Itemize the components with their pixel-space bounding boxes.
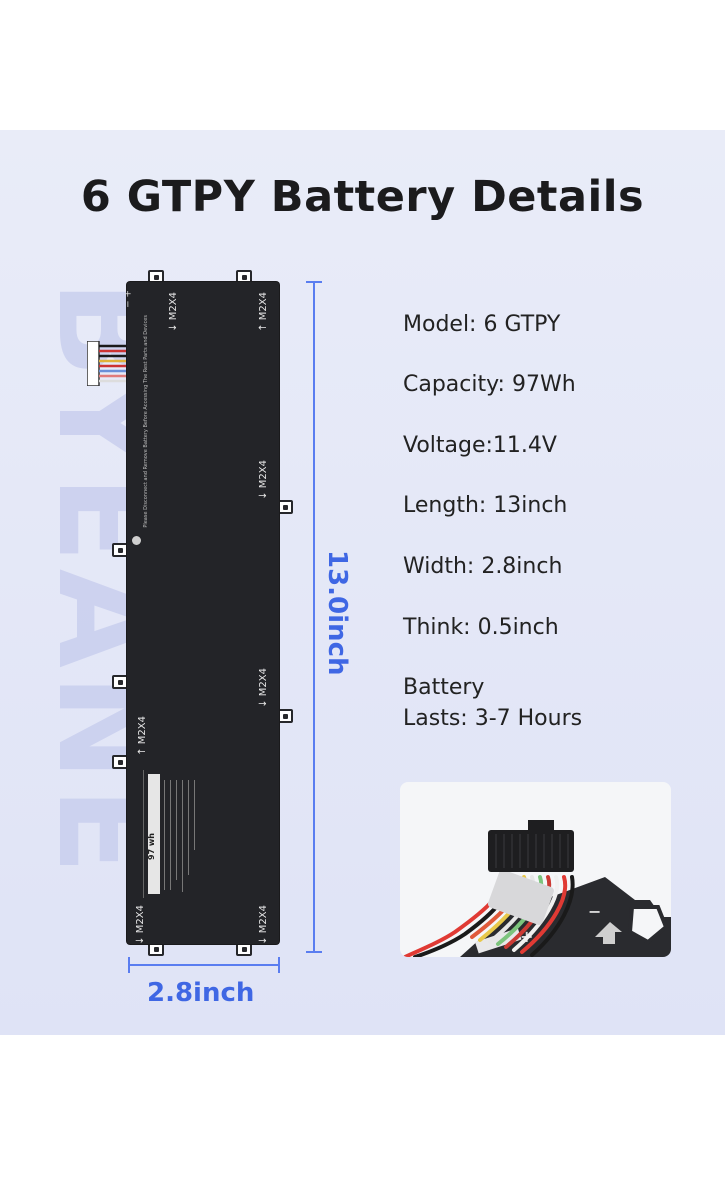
battery-sticker [143,770,200,898]
spec-think: Think: 0.5inch [403,615,559,640]
info-icon [132,536,141,545]
width-dimension-line [128,964,280,966]
screw-label: ↑ M2X4 [258,292,269,332]
spec-battery-line1: Battery [403,675,485,700]
spec-battery-line2: Lasts: 3-7 Hours [403,706,583,731]
spec-length: Length: 13inch [403,493,568,518]
screw-label: ↓ M2X4 [135,905,146,945]
polarity-marks: + − [122,290,132,308]
capacity-sticker-text: 97 wh [147,832,156,860]
mounting-tab [112,675,128,689]
screw-label: ↓ M2X4 [168,292,179,332]
mounting-tab [277,500,293,514]
length-dimension-line [313,281,315,953]
mounting-tab [112,755,128,769]
length-dimension-cap [306,281,322,283]
spec-model: Model: 6 GTPY [403,312,561,337]
spec-voltage: Voltage:11.4V [403,433,557,458]
warning-text: Please Disconnect and Remove Battery Bef… [143,315,149,528]
length-dimension-cap [306,951,322,953]
connector-cable-icon [87,341,129,386]
spec-width: Width: 2.8inch [403,554,563,579]
mounting-tab [277,709,293,723]
sticker-box [148,774,160,894]
mounting-tab [236,942,252,956]
connector-closeup-photo: + − [400,782,671,957]
screw-label: ↓ M2X4 [258,460,269,500]
screw-label: ↓ M2X4 [258,668,269,708]
width-dimension-cap [278,957,280,973]
connector-closeup-icon: + − [403,820,671,957]
screw-label: ↓ M2X4 [258,905,269,945]
mounting-tab [148,942,164,956]
mounting-tab [112,543,128,557]
width-dimension-label: 2.8inch [147,978,255,1008]
page-title: 6 GTPY Battery Details [80,172,645,222]
width-dimension-cap [128,957,130,973]
length-dimension-label: 13.0inch [322,550,352,676]
svg-text:−: − [588,902,601,921]
spec-capacity: Capacity: 97Wh [403,372,576,397]
screw-label: ↑ M2X4 [137,716,148,756]
